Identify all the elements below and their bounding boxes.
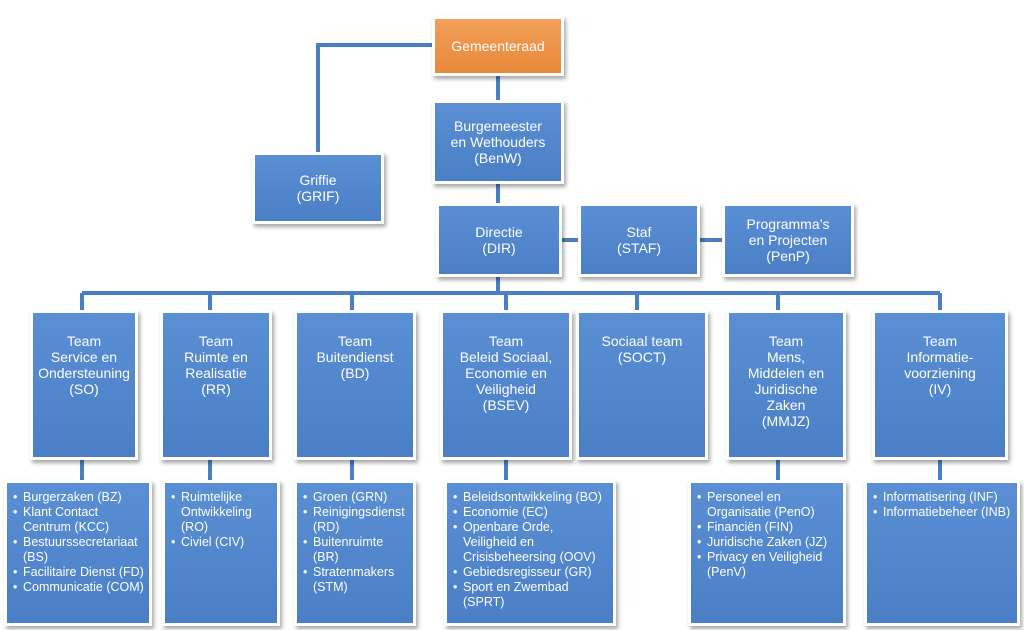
programmas-projecten-box: Programma’s en Projecten (PenP) bbox=[722, 203, 854, 277]
directie-line: Directie bbox=[475, 224, 523, 240]
team-title-line: (SOCT) bbox=[617, 349, 667, 365]
team-title-line: Mens, bbox=[766, 349, 806, 365]
unit-item: Informatiebeheer (INB) bbox=[873, 505, 1013, 520]
connector-top-griffie bbox=[316, 43, 432, 152]
unit-item: Beleidsontwikkeling (BO) bbox=[453, 490, 609, 505]
team-title-line: (BSEV) bbox=[482, 397, 530, 413]
units-iv-box: Informatisering (INF)Informatiebeheer (I… bbox=[864, 480, 1020, 626]
team-title-line: Team bbox=[768, 333, 804, 349]
griffie-line: (GRIF) bbox=[296, 188, 340, 204]
unit-item: Gebiedsregisseur (GR) bbox=[453, 565, 609, 580]
team-title-line: Ondersteuning bbox=[38, 365, 130, 381]
unit-item: Burgerzaken (BZ) bbox=[13, 490, 145, 505]
penp-line: (PenP) bbox=[766, 248, 810, 264]
team-title-line: Informatie- bbox=[906, 349, 974, 365]
staf-box: Staf (STAF) bbox=[578, 203, 700, 277]
griffie-line: Griffie bbox=[299, 172, 337, 188]
units-bsev-box: Beleidsontwikkeling (BO)Economie (EC)Ope… bbox=[444, 480, 616, 626]
team-title-line: Sociaal team bbox=[601, 333, 683, 349]
unit-item: Openbare Orde, Veiligheid en Crisisbehee… bbox=[453, 520, 609, 565]
team-title-line: Zaken bbox=[766, 397, 806, 413]
staf-line: Staf bbox=[626, 224, 652, 240]
unit-item: Groen (GRN) bbox=[303, 490, 409, 505]
team-title-line: (BD) bbox=[340, 365, 370, 381]
unit-item: Klant Contact Centrum (KCC) bbox=[13, 505, 145, 535]
unit-item: Juridische Zaken (JZ) bbox=[697, 535, 839, 550]
team-title-line: Beleid Sociaal, bbox=[459, 349, 553, 365]
unit-item: Sport en Zwembad (SPRT) bbox=[453, 580, 609, 610]
units-so-box: Burgerzaken (BZ)Klant Contact Centrum (K… bbox=[4, 480, 152, 626]
team-title-line: Realisatie bbox=[185, 365, 247, 381]
team-title-line: Middelen en bbox=[747, 365, 825, 381]
unit-item: Communicatie (COM) bbox=[13, 580, 145, 595]
directie-line: (DIR) bbox=[482, 240, 516, 256]
benw-line: en Wethouders bbox=[450, 134, 546, 150]
unit-item: Economie (EC) bbox=[453, 505, 609, 520]
team-title-line: Team bbox=[198, 333, 234, 349]
unit-item: Reinigingsdienst (RD) bbox=[303, 505, 409, 535]
gemeenteraad-box: Gemeenteraad bbox=[432, 16, 564, 76]
team-title-line: voorziening bbox=[904, 365, 976, 381]
unit-item: Bestuurssecretariaat (BS) bbox=[13, 535, 145, 565]
unit-item: Facilitaire Dienst (FD) bbox=[13, 565, 145, 580]
team-title-line: (IV) bbox=[928, 381, 952, 397]
unit-item: Privacy en Veiligheid (PenV) bbox=[697, 550, 839, 580]
team-soct-box: Sociaal team(SOCT) bbox=[576, 310, 708, 460]
units-bd-box: Groen (GRN)Reinigingsdienst (RD)Buitenru… bbox=[294, 480, 416, 626]
team-title-line: Veiligheid bbox=[476, 381, 536, 397]
team-title-line: (RR) bbox=[201, 381, 231, 397]
gemeenteraad-label: Gemeenteraad bbox=[451, 38, 545, 54]
team-title-line: (MMJZ) bbox=[761, 413, 811, 429]
unit-item: Stratenmakers (STM) bbox=[303, 565, 409, 595]
team-title-line: Economie en bbox=[465, 365, 547, 381]
unit-item: Financiën (FIN) bbox=[697, 520, 839, 535]
team-title-line: Team bbox=[488, 333, 524, 349]
units-mmjz-box: Personeel en Organisatie (PenO)Financiën… bbox=[688, 480, 846, 626]
team-title-line: Ruimte en bbox=[184, 349, 248, 365]
penp-line: Programma’s bbox=[746, 216, 830, 232]
team-title-line: Team bbox=[337, 333, 373, 349]
staf-line: (STAF) bbox=[616, 240, 662, 256]
benw-line: (BenW) bbox=[474, 150, 522, 166]
team-title-line: Team bbox=[922, 333, 958, 349]
griffie-box: Griffie (GRIF) bbox=[252, 152, 384, 224]
units-rr-box: Ruimtelijke Ontwikkeling (RO)Civiel (CIV… bbox=[162, 480, 280, 626]
benw-box: Burgemeester en Wethouders (BenW) bbox=[432, 100, 564, 184]
benw-line: Burgemeester bbox=[454, 118, 542, 134]
unit-item: Civiel (CIV) bbox=[171, 535, 273, 550]
team-title-line: (SO) bbox=[69, 381, 99, 397]
team-title-line: Juridische bbox=[754, 381, 818, 397]
team-title-line: Service en bbox=[50, 349, 118, 365]
unit-item: Informatisering (INF) bbox=[873, 490, 1013, 505]
directie-box: Directie (DIR) bbox=[436, 203, 562, 277]
unit-item: Ruimtelijke Ontwikkeling (RO) bbox=[171, 490, 273, 535]
unit-item: Personeel en Organisatie (PenO) bbox=[697, 490, 839, 520]
penp-line: en Projecten bbox=[748, 232, 828, 248]
unit-item: Buitenruimte (BR) bbox=[303, 535, 409, 565]
team-title-line: Buitendienst bbox=[316, 349, 394, 365]
team-title-line: Team bbox=[66, 333, 102, 349]
